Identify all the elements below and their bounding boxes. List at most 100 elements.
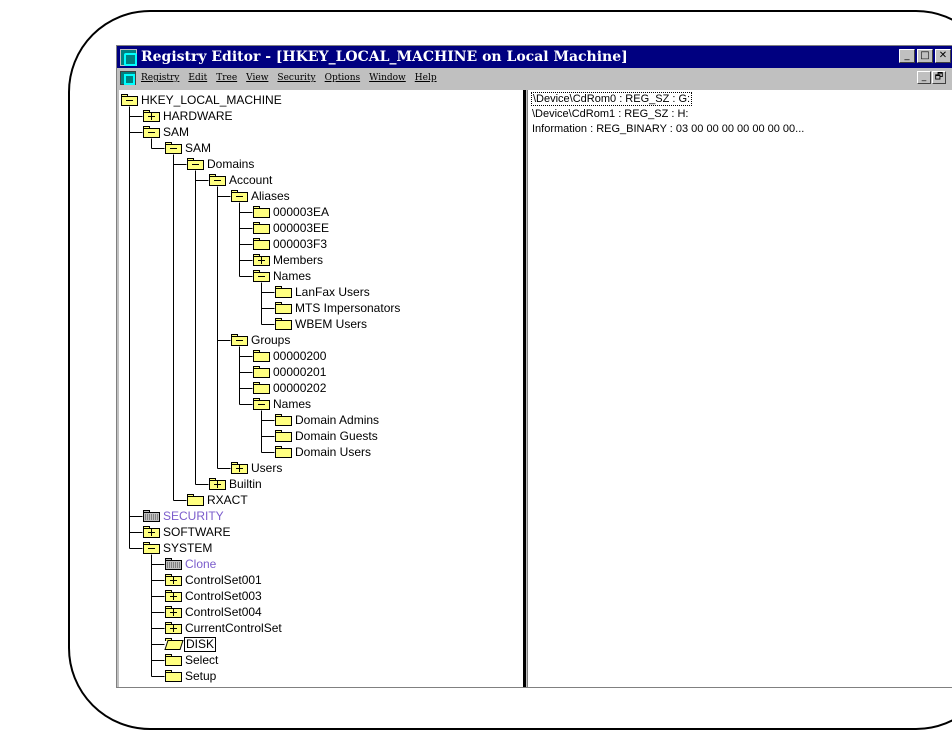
tree-node[interactable]: 000003F3 [253, 236, 328, 252]
tree-node[interactable]: Users [231, 460, 283, 476]
folder-plus-icon[interactable] [165, 622, 182, 634]
folder-minus-icon[interactable] [253, 270, 270, 282]
mdi-child-icon[interactable] [120, 71, 136, 85]
tree-node[interactable]: Builtin [209, 476, 263, 492]
title-bar[interactable]: Registry Editor - [HKEY_LOCAL_MACHINE on… [117, 46, 952, 68]
tree-node[interactable]: Setup [165, 668, 217, 684]
tree-node[interactable]: Account [209, 172, 273, 188]
tree-node-label: LanFax Users [295, 284, 370, 299]
folder-icon[interactable] [253, 382, 270, 394]
menu-help[interactable]: Help [414, 73, 437, 83]
tree-node[interactable]: DISK [164, 636, 217, 652]
folder-icon[interactable] [275, 430, 292, 442]
folder-icon[interactable] [253, 206, 270, 218]
values-pane[interactable]: \Device\CdRom0 : REG_SZ : G: \Device\CdR… [527, 90, 952, 687]
folder-minus-icon[interactable] [231, 190, 248, 202]
tree-node[interactable]: SAM [165, 140, 212, 156]
tree-node[interactable]: SAM [143, 124, 190, 140]
tree-node[interactable]: Groups [231, 332, 291, 348]
close-button[interactable]: ✕ [935, 49, 951, 63]
tree-node[interactable]: Members [253, 252, 324, 268]
value-entry[interactable]: \Device\CdRom0 : REG_SZ : G: [531, 92, 693, 106]
tree-node[interactable]: Names [253, 268, 312, 284]
tree-node[interactable]: Domains [187, 156, 255, 172]
tree-node[interactable]: 00000201 [253, 364, 327, 380]
tree-node[interactable]: 000003EE [253, 220, 330, 236]
folder-icon[interactable] [165, 654, 182, 666]
folder-open-icon[interactable] [164, 638, 184, 650]
folder-icon[interactable] [253, 366, 270, 378]
folder-plus-icon[interactable] [165, 574, 182, 586]
tree-node[interactable]: Aliases [231, 188, 291, 204]
folder-minus-icon[interactable] [143, 126, 160, 138]
folder-icon[interactable] [275, 446, 292, 458]
tree-node[interactable]: ControlSet003 [165, 588, 263, 604]
folder-icon[interactable] [275, 414, 292, 426]
maximize-button[interactable]: □ [917, 49, 933, 63]
folder-icon[interactable] [253, 238, 270, 250]
menu-window[interactable]: Window [369, 73, 406, 83]
value-entry[interactable]: \Device\CdRom1 : REG_SZ : H: [532, 108, 689, 120]
menu-options[interactable]: Options [324, 73, 361, 83]
folder-plus-icon[interactable] [209, 478, 226, 490]
folder-minus-icon[interactable] [231, 334, 248, 346]
tree-node[interactable]: SECURITY [143, 508, 225, 524]
folder-plus-icon[interactable] [165, 590, 182, 602]
value-entry[interactable]: Information : REG_BINARY : 03 00 00 00 0… [532, 123, 805, 135]
tree-node[interactable]: SOFTWARE [143, 524, 232, 540]
folder-icon[interactable] [253, 350, 270, 362]
menu-view[interactable]: View [246, 73, 269, 83]
tree-node[interactable]: HARDWARE [143, 108, 234, 124]
tree-node-label: HKEY_LOCAL_MACHINE [141, 92, 282, 107]
folder-minus-icon[interactable] [209, 174, 226, 186]
pane-splitter[interactable] [523, 90, 526, 687]
registry-editor-icon[interactable] [120, 48, 137, 66]
folder-minus-icon[interactable] [143, 542, 160, 554]
tree-node[interactable]: Domain Users [275, 444, 372, 460]
tree-node[interactable]: ControlSet001 [165, 572, 263, 588]
tree-node[interactable]: Domain Admins [275, 412, 380, 428]
tree-node[interactable]: LanFax Users [275, 284, 371, 300]
menu-registry[interactable]: Registry [141, 73, 180, 83]
folder-plus-icon[interactable] [143, 526, 160, 538]
folder-minus-icon[interactable] [253, 398, 270, 410]
child-minimize-button[interactable]: _ [917, 71, 931, 84]
tree-node[interactable]: CurrentControlSet [165, 620, 283, 636]
tree-node[interactable]: 00000202 [253, 380, 327, 396]
menu-security[interactable]: Security [277, 73, 316, 83]
child-restore-button[interactable]: 🗗 [932, 71, 946, 84]
folder-minus-icon[interactable] [187, 158, 204, 170]
folder-plus-icon[interactable] [253, 254, 270, 266]
folder-icon[interactable] [165, 670, 182, 682]
folder-minus-icon[interactable] [121, 94, 138, 106]
tree-node[interactable]: Domain Guests [275, 428, 379, 444]
tree-node[interactable]: 000003EA [253, 204, 330, 220]
tree-node-label: MTS Impersonators [295, 300, 401, 315]
folder-icon[interactable] [275, 318, 292, 330]
folder-icon[interactable] [253, 222, 270, 234]
folder-plus-icon[interactable] [165, 606, 182, 618]
tree-node[interactable]: WBEM Users [275, 316, 368, 332]
menu-edit[interactable]: Edit [188, 73, 208, 83]
tree-node[interactable]: Names [253, 396, 312, 412]
folder-plus-icon[interactable] [231, 462, 248, 474]
tree-node-label: DISK [184, 636, 217, 652]
folder-minus-icon[interactable] [165, 142, 182, 154]
folder-plus-icon[interactable] [143, 110, 160, 122]
tree-node[interactable]: MTS Impersonators [275, 300, 401, 316]
tree-node[interactable]: SYSTEM [143, 540, 213, 556]
minimize-button[interactable]: _ [899, 49, 915, 63]
menu-tree[interactable]: Tree [216, 73, 238, 83]
tree-node[interactable]: RXACT [187, 492, 249, 508]
tree-node[interactable]: 00000200 [253, 348, 327, 364]
folder-icon[interactable] [187, 494, 204, 506]
tree-node[interactable]: ControlSet004 [165, 604, 263, 620]
tree-node[interactable]: Select [165, 652, 219, 668]
tree-node[interactable]: Clone [165, 556, 217, 572]
folder-icon[interactable] [275, 286, 292, 298]
folder-icon[interactable] [275, 302, 292, 314]
folder-restricted-icon[interactable] [143, 510, 160, 522]
tree-node[interactable]: HKEY_LOCAL_MACHINE [121, 92, 283, 108]
folder-restricted-icon[interactable] [165, 558, 182, 570]
